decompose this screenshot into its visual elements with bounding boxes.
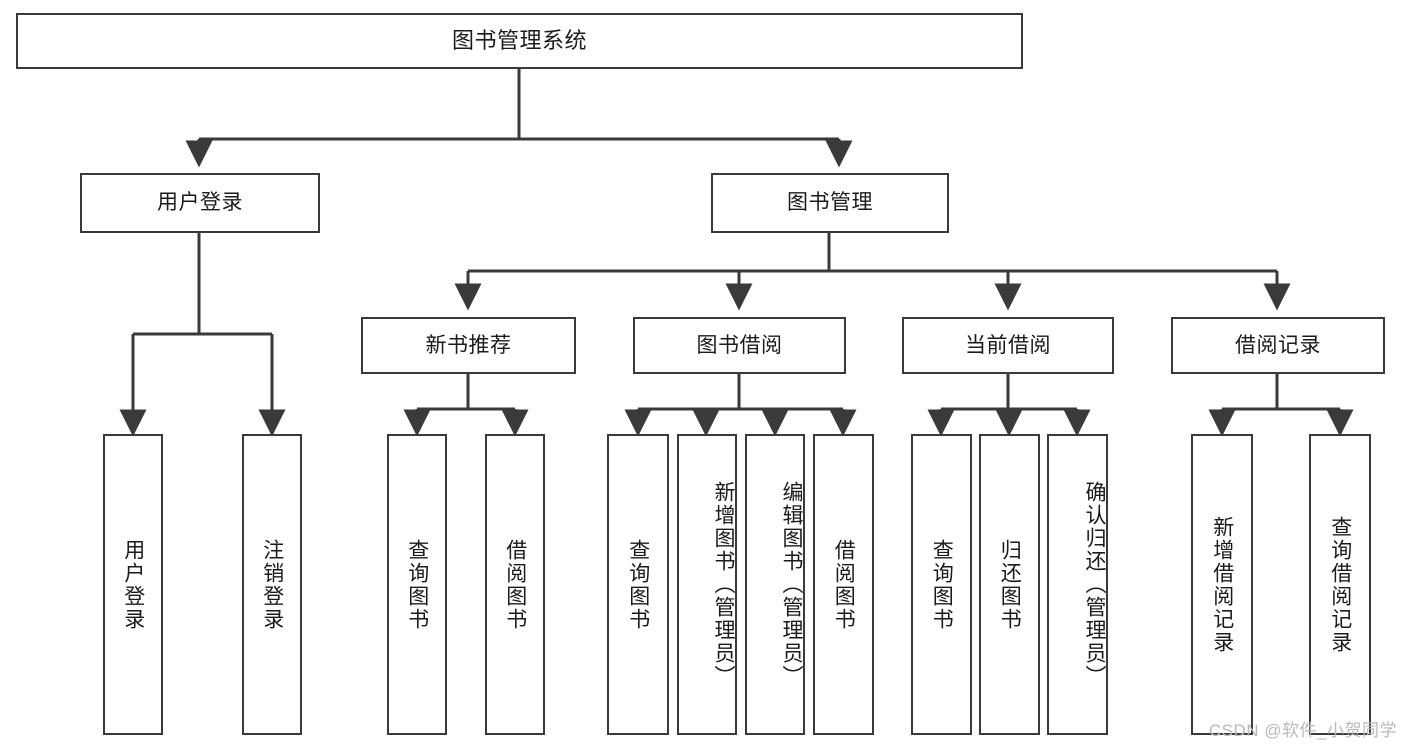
leaf-borrow-book[interactable]: 借阅图书 <box>813 434 874 735</box>
node-borrow-record[interactable]: 借阅记录 <box>1171 317 1385 374</box>
node-book-management[interactable]: 图书管理 <box>711 173 949 233</box>
watermark-text: CSDN @软件_小贺同学 <box>1208 721 1397 740</box>
leaf-add-borrow-record[interactable]: 新增借阅记录 <box>1191 434 1253 735</box>
leaf-query-book-recommend[interactable]: 查询图书 <box>387 434 447 735</box>
node-new-book-recommend[interactable]: 新书推荐 <box>361 317 576 374</box>
node-current-borrow[interactable]: 当前借阅 <box>902 317 1114 374</box>
leaf-query-borrow-record[interactable]: 查询借阅记录 <box>1309 434 1371 735</box>
leaf-confirm-return-admin[interactable]: 确认归还（管理员） <box>1047 434 1108 735</box>
leaf-query-book-borrow[interactable]: 查询图书 <box>607 434 669 735</box>
leaf-return-book[interactable]: 归还图书 <box>979 434 1040 735</box>
leaf-borrow-book-recommend[interactable]: 借阅图书 <box>485 434 545 735</box>
leaf-query-book-current[interactable]: 查询图书 <box>911 434 972 735</box>
node-root-book-management-system[interactable]: 图书管理系统 <box>16 13 1023 69</box>
node-user-login[interactable]: 用户登录 <box>80 173 320 233</box>
leaf-add-book-admin[interactable]: 新增图书（管理员） <box>677 434 737 735</box>
node-book-borrow[interactable]: 图书借阅 <box>633 317 846 374</box>
leaf-edit-book-admin[interactable]: 编辑图书（管理员） <box>745 434 805 735</box>
leaf-logout-login[interactable]: 注销登录 <box>242 434 302 735</box>
leaf-user-login[interactable]: 用户登录 <box>103 434 163 735</box>
